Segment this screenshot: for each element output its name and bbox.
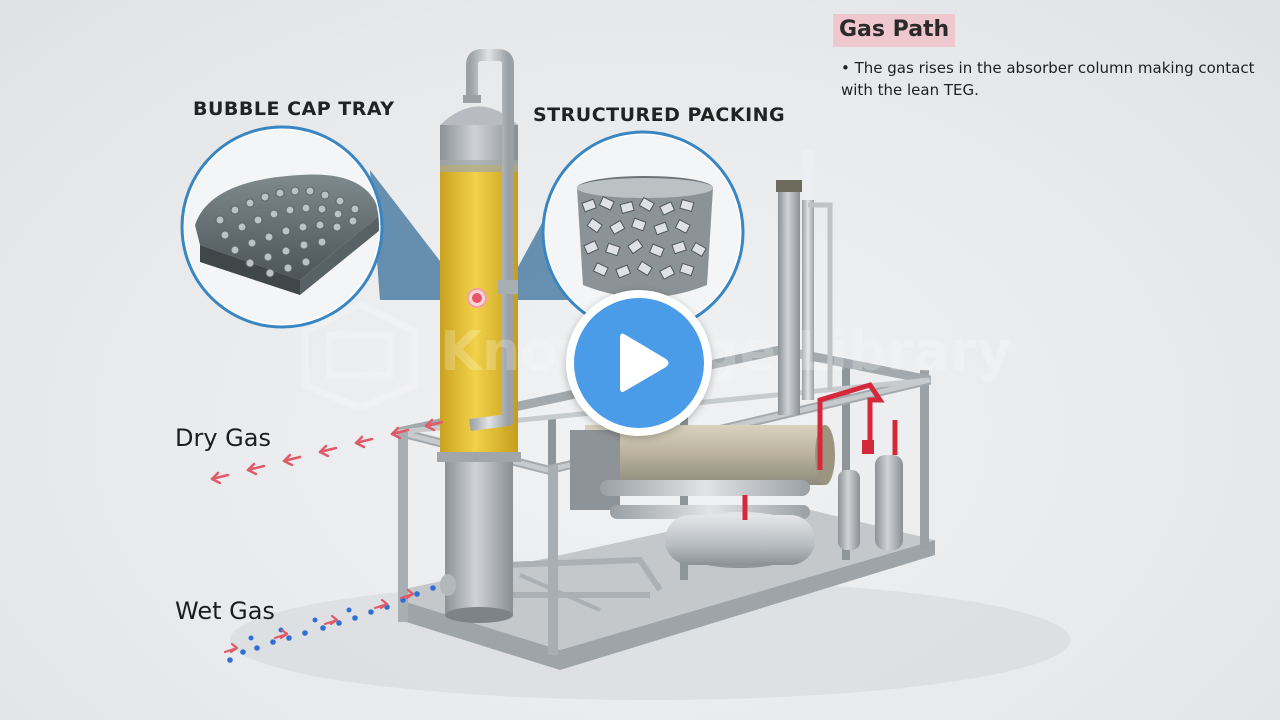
dry-gas-label: Dry Gas [175,424,271,452]
bubble-caps-pattern [215,186,360,278]
bubble-cap-tray-label: BUBBLE CAP TRAY [193,98,395,120]
watermark-text: Knowledge Library [440,320,1012,383]
packing-texture [581,196,707,280]
info-panel: Gas Path • The gas rises in the absorber… [833,14,1280,101]
play-icon [620,333,669,392]
play-button[interactable] [566,290,712,436]
structured-packing-callout [541,130,745,334]
dry-gas-flow-arrows [210,418,444,485]
info-panel-title: Gas Path [833,14,956,47]
wet-gas-label: Wet Gas [175,597,275,625]
info-panel-description: • The gas rises in the absorber column m… [841,59,1255,99]
play-button-circle [574,298,704,428]
structured-packing-label: STRUCTURED PACKING [533,104,786,126]
wet-gas-flow [223,585,436,663]
watermark-logo-icon [301,301,419,410]
